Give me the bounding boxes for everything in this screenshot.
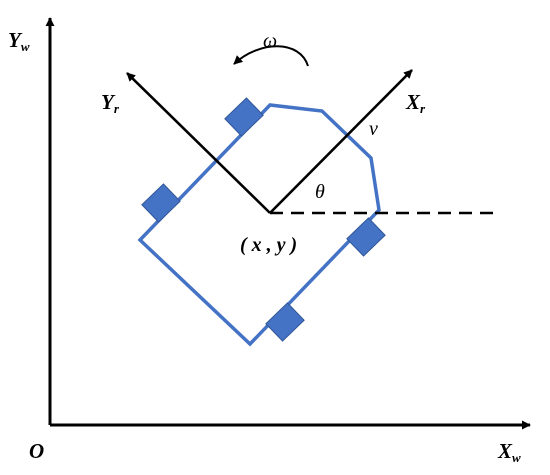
wheel-top (224, 97, 264, 137)
angular-velocity-arrow (233, 45, 309, 67)
robot-wheels (141, 97, 386, 342)
robot-y-axis (126, 72, 271, 214)
robot-body-outline (137, 103, 381, 347)
angular-velocity-label: ω (263, 30, 277, 52)
wheel-left (141, 183, 181, 223)
heading-angle-label: θ (315, 181, 325, 203)
robot-position-label: ( x , y ) (240, 234, 297, 256)
wheel-bottom (265, 302, 305, 342)
world-y-axis-label: Yw (8, 28, 30, 54)
robot-x-axis (269, 69, 413, 214)
wheel-right (346, 217, 386, 257)
robot-x-axis-label: Xr (405, 90, 426, 116)
robot-y-axis-label: Yr (101, 90, 120, 116)
linear-velocity-label: v (369, 118, 378, 140)
world-x-axis-label: Xw (497, 439, 521, 465)
origin-label: O (29, 439, 44, 463)
